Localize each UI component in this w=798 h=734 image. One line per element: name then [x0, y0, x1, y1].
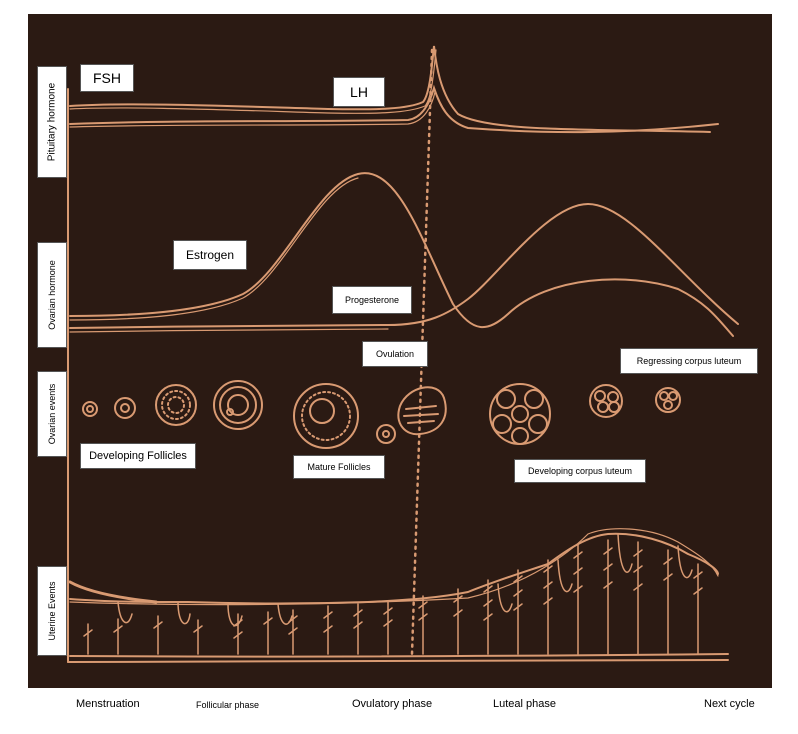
- label-developing-follicles: Developing Follicles: [80, 443, 196, 469]
- follicle-1: [82, 401, 98, 417]
- corpus-luteum-regressing-1: [589, 384, 623, 418]
- phase-ovulatory: Ovulatory phase: [352, 698, 433, 710]
- endometrium-surface: [69, 528, 719, 606]
- endometrium-top: [69, 532, 719, 605]
- label-mature-follicles: Mature Follicles: [293, 455, 385, 479]
- follicle-2: [114, 397, 136, 419]
- horizontal-axis: [67, 659, 729, 663]
- follicle-3: [155, 384, 197, 426]
- label-regressing-corpus-luteum: Regressing corpus luteum: [620, 348, 758, 374]
- ruptured-follicle: [397, 386, 447, 436]
- uterine-base: [69, 653, 729, 658]
- uterine-folds: [117, 533, 693, 627]
- menstrual-flow: [68, 580, 158, 604]
- label-progesterone: Progesterone: [332, 286, 412, 314]
- side-label-uterine: Uterine Events: [37, 566, 67, 656]
- lh-curve: [69, 84, 719, 134]
- uterine-glands: [83, 539, 703, 655]
- label-lh: LH: [333, 77, 385, 107]
- phase-menstruation: Menstruation: [76, 698, 140, 710]
- phase-next-cycle: Next cycle: [704, 698, 755, 710]
- diagram-panel: Pituitary hormone Ovarian hormone Ovaria…: [28, 14, 772, 688]
- side-label-ovarian-hormone: Ovarian hormone: [37, 242, 67, 348]
- fsh-curve: [69, 45, 711, 133]
- phase-luteal: Luteal phase: [493, 698, 556, 710]
- estrogen-curve: [69, 172, 734, 337]
- label-ovulation: Ovulation: [362, 341, 428, 367]
- label-fsh: FSH: [80, 64, 134, 92]
- follicle-4: [213, 380, 263, 430]
- follicle-6: [376, 424, 396, 444]
- side-label-ovarian-events: Ovarian events: [37, 371, 67, 457]
- follicle-5: [293, 383, 359, 449]
- corpus-luteum-regressing-2: [655, 387, 681, 413]
- menstrual-cycle-diagram: [67, 45, 739, 663]
- label-estrogen: Estrogen: [173, 240, 247, 270]
- corpus-luteum-developing: [489, 383, 551, 445]
- label-developing-corpus-luteum: Developing corpus luteum: [514, 459, 646, 483]
- phase-follicular: Follicular phase: [196, 700, 260, 710]
- side-label-pituitary: Pituitary hormone: [37, 66, 67, 178]
- progesterone-curve: [69, 202, 739, 329]
